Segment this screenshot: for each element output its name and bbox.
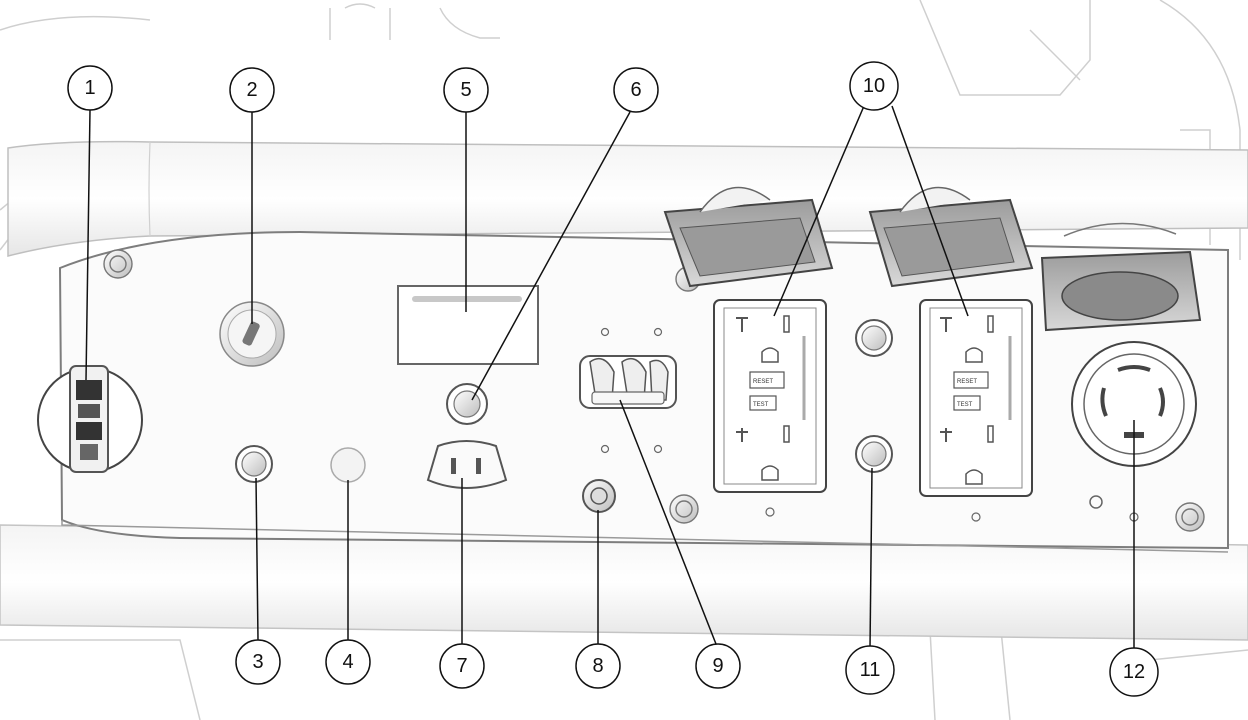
hour-meter-display	[397, 285, 539, 365]
callout-5: 5	[443, 67, 489, 113]
ground-terminal	[582, 479, 616, 513]
callout-4-label: 4	[342, 651, 353, 673]
callout-11: 11	[845, 645, 895, 695]
gfci-left-reset-label: RESET	[753, 379, 773, 385]
callout-2: 2	[229, 67, 275, 113]
gfci-right-test-label: TEST	[957, 402, 973, 408]
panel-indicator-4	[330, 447, 366, 483]
circuit-breaker-switch	[579, 327, 677, 454]
gfci-outlet-left: RESET TEST	[663, 186, 834, 517]
callout-8-label: 8	[592, 655, 603, 677]
callout-12-label: 12	[1123, 661, 1145, 683]
callout-2-label: 2	[246, 79, 257, 101]
panel-button-3	[235, 445, 273, 483]
callout-8: 8	[575, 643, 621, 689]
panel-button-6	[446, 383, 488, 425]
callout-9: 9	[695, 643, 741, 689]
twist-lock-outlet	[1040, 222, 1202, 522]
callout-6: 6	[613, 67, 659, 113]
reset-buttons-11	[855, 319, 893, 473]
outlet-120v-duplex	[426, 440, 508, 489]
gfci-outlet-right: RESET TEST	[868, 186, 1034, 522]
callout-3-label: 3	[252, 651, 263, 673]
callout-5-label: 5	[460, 79, 471, 101]
callout-11-label: 11	[860, 659, 881, 681]
leader-lines	[85, 105, 1135, 649]
callout-7: 7	[439, 643, 485, 689]
callout-10: 10	[849, 61, 899, 111]
callout-7-label: 7	[456, 655, 467, 677]
callout-3: 3	[235, 639, 281, 685]
gfci-right-reset-label: RESET	[957, 379, 977, 385]
callout-1-label: 1	[84, 77, 95, 99]
callout-1: 1	[67, 65, 113, 111]
ignition-key-switch	[219, 301, 285, 367]
callout-9-label: 9	[712, 655, 723, 677]
callout-12: 12	[1109, 647, 1159, 697]
callout-4: 4	[325, 639, 371, 685]
callout-10-label: 10	[863, 75, 885, 97]
mounting-bolts	[103, 249, 1205, 532]
callout-6-label: 6	[630, 79, 641, 101]
fuel-valve-knob	[37, 365, 143, 473]
callouts: 1 2 3 4 5 6 7 8	[67, 61, 1159, 697]
gfci-left-test-label: TEST	[753, 402, 769, 408]
